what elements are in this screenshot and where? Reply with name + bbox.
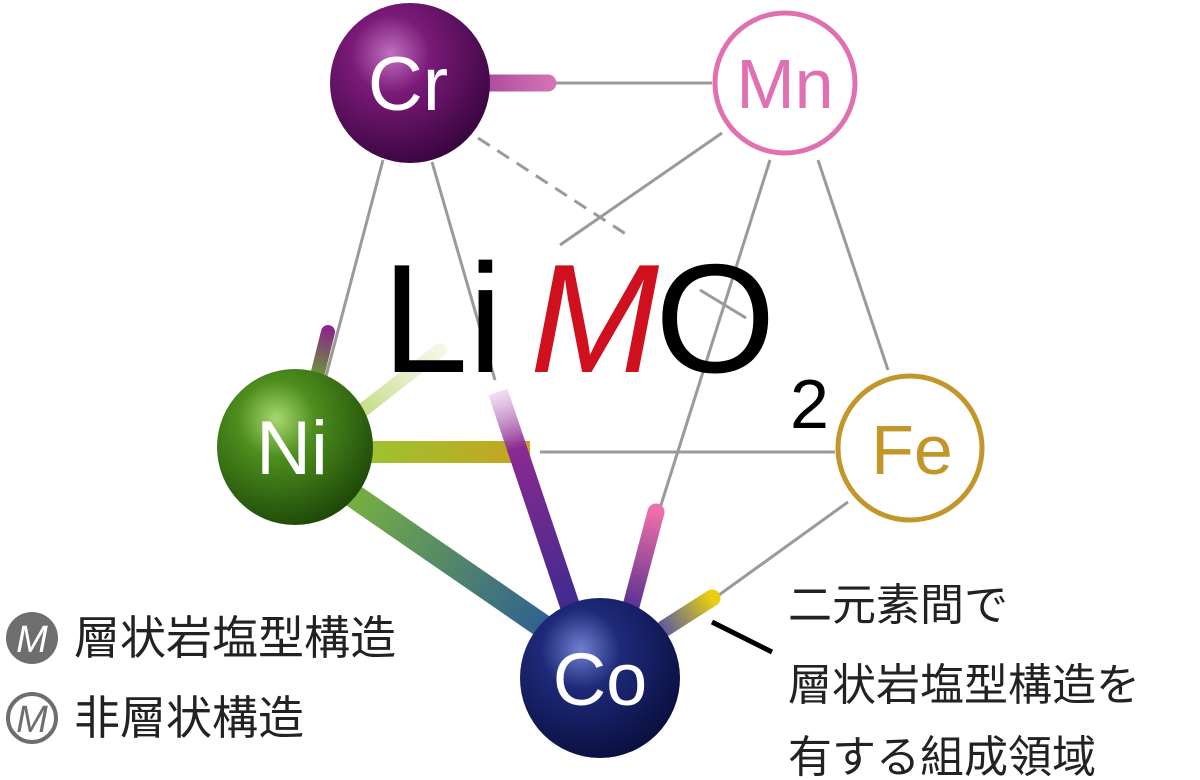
bond-fe-co [656,589,721,637]
node-fe-label: Fe [871,411,953,489]
legend-nonlayered-text: 非層状構造 [74,691,304,745]
legend-layered-text: 層状岩塩型構造 [74,611,396,665]
legend-layered: M 層状岩塩型構造 [6,611,396,665]
edge-mn-fe [816,159,890,371]
edge-mn-co [658,159,772,509]
annotation-line-2: 層状岩塩型構造を [788,660,1140,711]
annotation-line-3: 有する組成領域 [788,732,1096,780]
formula-li: Li [382,232,503,405]
edge-cr-fe [477,136,633,240]
edge-cr-co-top [430,161,497,381]
formula-o: O [655,232,776,405]
formula: Li M O 2 [382,232,829,443]
formula-subscript: 2 [790,365,829,443]
bond-ni-co [338,480,577,655]
layered-bonds [309,74,721,655]
node-mn: Mn [712,10,858,156]
edge-cr-ni [323,159,385,381]
node-ni: Ni [217,369,373,525]
legend-layered-symbol: M [16,619,48,661]
annotation-pointer [710,619,774,655]
bond-cr-co [488,388,582,616]
bond-mn-co [621,503,665,619]
node-ni-label: Ni [256,406,328,491]
node-fe: Fe [835,373,985,523]
node-cr: Cr [330,3,490,163]
node-mn-label: Mn [736,45,833,123]
bond-cr-ni [309,325,335,387]
node-co: Co [520,598,680,758]
legend-nonlayered: M 非層状構造 [6,691,304,745]
edge-fe-co [711,500,849,602]
annotation: 二元素間で 層状岩塩型構造を 有する組成領域 [788,580,1140,780]
edges [323,81,890,602]
annotation-line-1: 二元素間で [788,580,1008,631]
node-co-label: Co [553,638,648,721]
node-cr-label: Cr [368,42,448,127]
formula-m: M [530,232,660,405]
legend: M 層状岩塩型構造 M 非層状構造 [6,611,396,745]
legend-nonlayered-symbol: M [16,699,48,741]
bond-ni-mn [343,343,447,427]
edge-mn-ni [559,131,723,247]
